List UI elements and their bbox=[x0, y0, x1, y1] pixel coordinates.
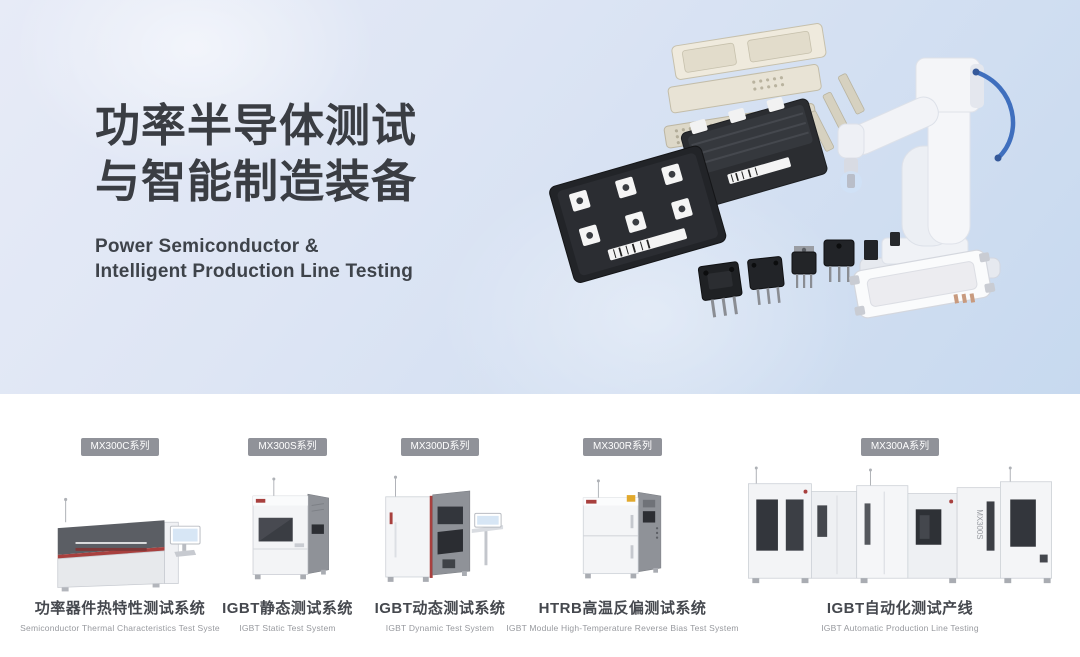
product-title-zh: HTRB高温反偏测试系统 bbox=[538, 600, 707, 617]
series-badge-mx300a[interactable]: MX300A系列 bbox=[860, 438, 940, 456]
hero-subtitle-line1: Power Semiconductor & bbox=[95, 235, 319, 257]
hero-section: 功率半导体测试 与智能制造装备 Power Semiconductor & In… bbox=[0, 0, 1080, 394]
machine-box: MX300S bbox=[742, 460, 1058, 592]
product-title-zh: IGBT自动化测试产线 bbox=[826, 600, 974, 617]
product-title-zh: IGBT动态测试系统 bbox=[374, 600, 506, 617]
products-section: MX300C系列 功率器件热特性测试系统 Sem bbox=[0, 394, 1080, 657]
machine-box bbox=[236, 460, 340, 592]
product-title-zh: 功率器件热特性测试系统 bbox=[34, 600, 206, 617]
machine-thermal-illustration bbox=[57, 497, 201, 592]
hero-title: 功率半导体测试 与智能制造装备 bbox=[95, 98, 417, 210]
product-title-en: IGBT Dynamic Test System bbox=[385, 623, 495, 633]
hero-text-block: 功率半导体测试 与智能制造装备 Power Semiconductor & In… bbox=[95, 98, 417, 285]
product-card-static: MX300S系列 IGBT静态测试系统 bbox=[200, 438, 375, 633]
machine-static-illustration bbox=[252, 477, 329, 580]
series-badge-mx300d[interactable]: MX300D系列 bbox=[400, 438, 480, 456]
product-card-thermal: MX300C系列 功率器件热特性测试系统 Sem bbox=[15, 438, 225, 633]
white-igbt-module-icon bbox=[849, 249, 996, 319]
product-title-zh: IGBT静态测试系统 bbox=[222, 600, 353, 617]
product-card-htrb: MX300R系列 HTRB高温反偏测试 bbox=[505, 438, 740, 633]
machine-box bbox=[374, 460, 506, 592]
hero-title-line2: 与智能制造装备 bbox=[95, 155, 418, 207]
black-igbt-modules-icon bbox=[549, 97, 828, 283]
hero-title-line1: 功率半导体测试 bbox=[95, 100, 418, 151]
product-title-en: IGBT Static Test System bbox=[239, 623, 336, 633]
machine-line-illustration: MX300S bbox=[748, 466, 1052, 584]
hero-subtitle-line2: Intelligent Production Line Testing bbox=[95, 261, 414, 283]
hero-illustration bbox=[549, 23, 1016, 319]
product-card-dynamic: MX300D系列 bbox=[350, 438, 530, 633]
machine-htrb-illustration bbox=[582, 479, 661, 579]
machine-dynamic-illustration bbox=[385, 475, 504, 582]
machine-box bbox=[36, 460, 204, 592]
series-badge-mx300c[interactable]: MX300C系列 bbox=[80, 438, 160, 456]
product-card-automatic-line: MX300A系列 bbox=[735, 438, 1065, 633]
machine-vertical-label: MX300S bbox=[975, 509, 984, 539]
product-title-en: IGBT Module High-Temperature Reverse Bia… bbox=[506, 623, 739, 633]
robot-cable bbox=[973, 69, 1016, 161]
series-badge-mx300s[interactable]: MX300S系列 bbox=[248, 438, 327, 456]
product-title-en: IGBT Automatic Production Line Testing bbox=[821, 623, 979, 633]
series-badge-mx300r[interactable]: MX300R系列 bbox=[583, 438, 662, 456]
discrete-transistors-icon bbox=[697, 232, 900, 318]
hero-subtitle: Power Semiconductor & Intelligent Produc… bbox=[95, 234, 417, 285]
machine-box bbox=[570, 460, 676, 592]
product-title-en: Semiconductor Thermal Characteristics Te… bbox=[20, 623, 220, 633]
